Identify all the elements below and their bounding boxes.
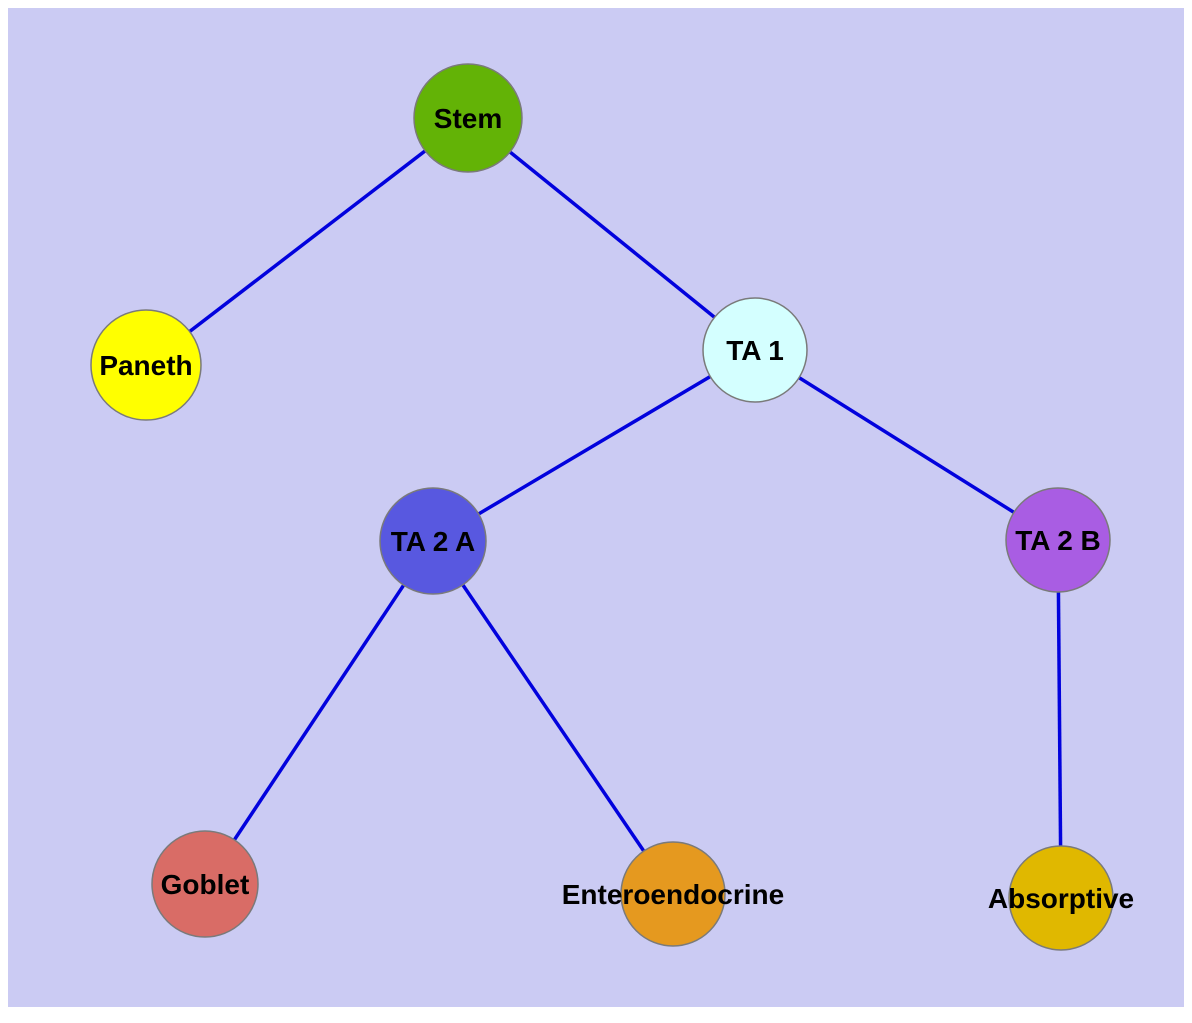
edge-ta-2-b-absorptive — [1056, 539, 1063, 899]
edge-ta-1-ta-2-b — [754, 348, 1059, 542]
node-paneth[interactable]: Paneth — [90, 309, 202, 421]
node-circle-stem[interactable] — [413, 63, 523, 173]
node-stem[interactable]: Stem — [413, 63, 523, 173]
node-ta-2-a[interactable]: TA 2 A — [379, 487, 487, 595]
edges-layer — [144, 116, 1063, 899]
node-circle-paneth[interactable] — [90, 309, 202, 421]
edge-stem-paneth — [144, 116, 470, 367]
node-ta-1[interactable]: TA 1 — [702, 297, 808, 403]
node-circle-ta-2-a[interactable] — [379, 487, 487, 595]
node-circle-ta-1[interactable] — [702, 297, 808, 403]
node-goblet[interactable]: Goblet — [151, 830, 259, 938]
edge-ta-2-a-enteroendocrine — [431, 540, 675, 895]
node-circle-ta-2-b[interactable] — [1005, 487, 1111, 593]
node-ta-2-b[interactable]: TA 2 B — [1005, 487, 1111, 593]
edge-ta-2-a-goblet — [203, 540, 435, 885]
node-circle-enteroendocrine[interactable] — [620, 841, 726, 947]
node-circle-absorptive[interactable] — [1008, 845, 1114, 951]
edge-ta-1-ta-2-a — [432, 348, 756, 543]
edge-stem-ta-1 — [466, 116, 757, 352]
node-circle-goblet[interactable] — [151, 830, 259, 938]
